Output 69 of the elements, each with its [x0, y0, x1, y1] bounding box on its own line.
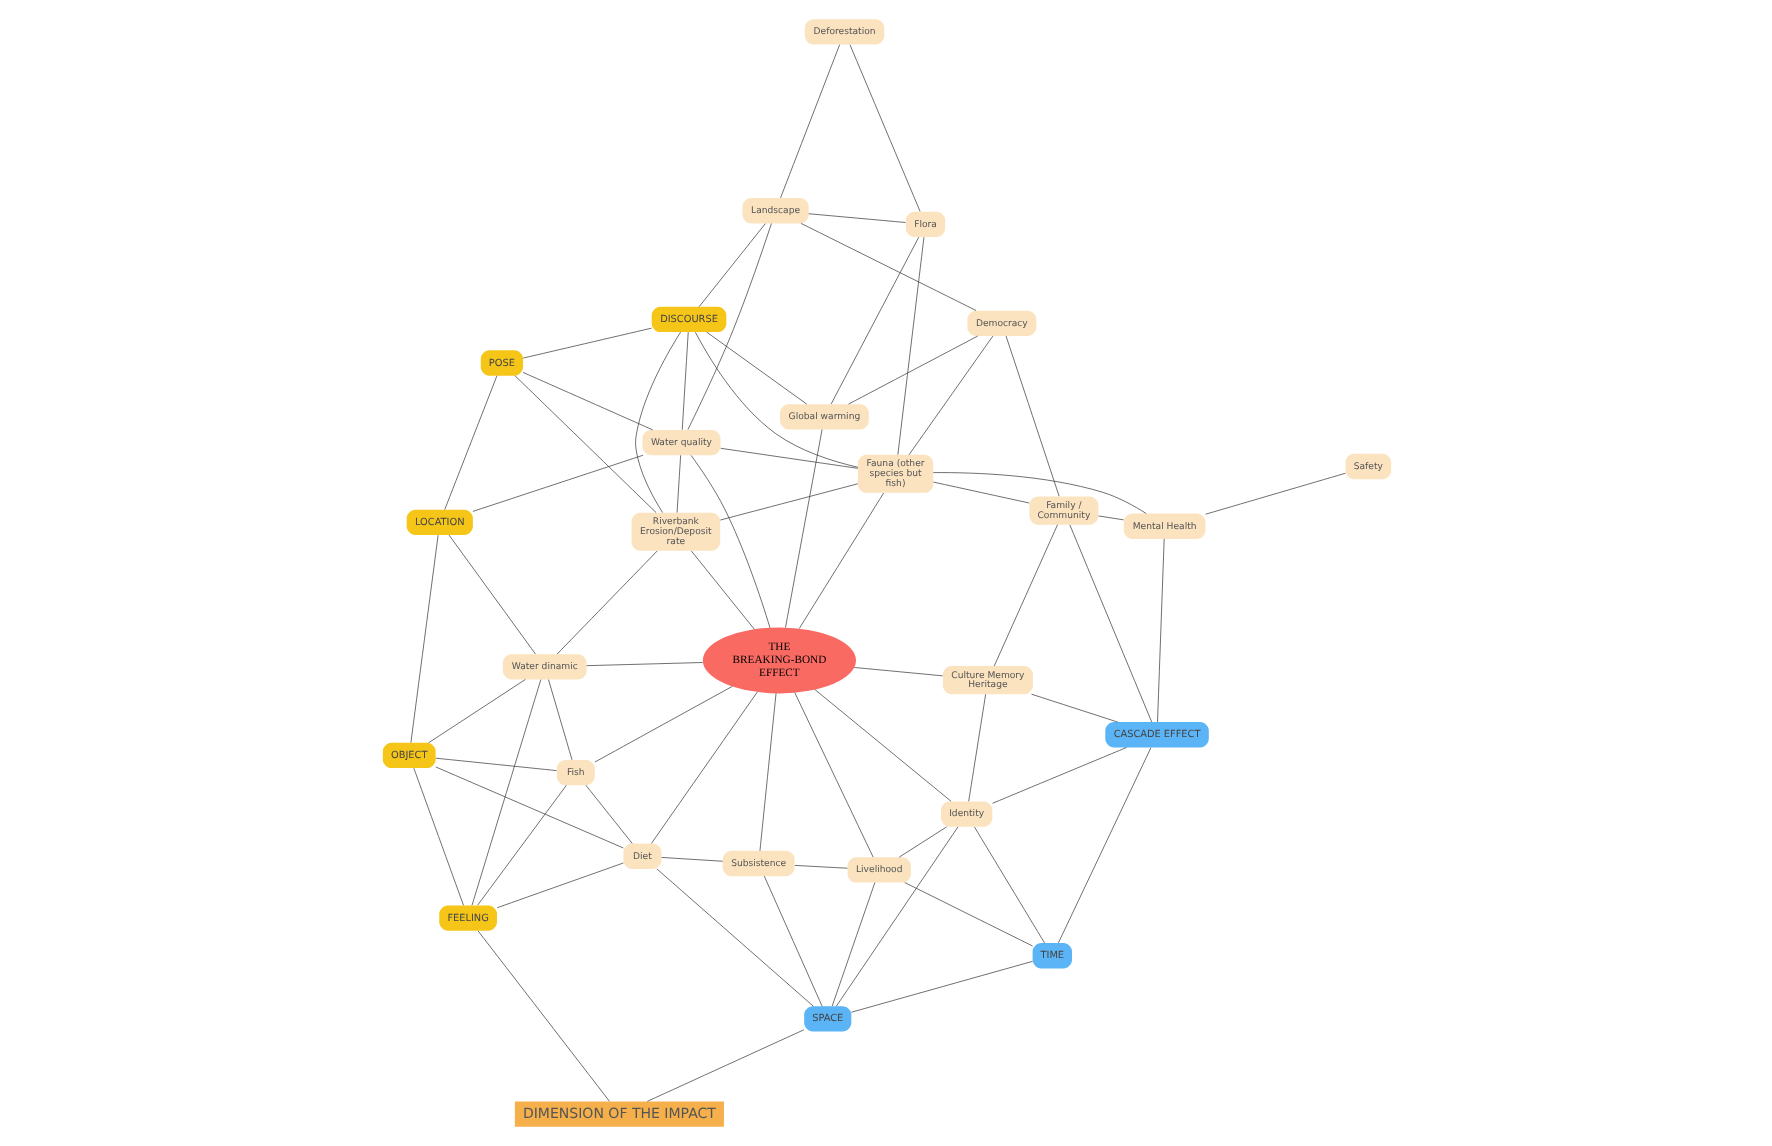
connector [689, 455, 770, 629]
connector [680, 331, 688, 431]
connector [848, 44, 920, 212]
connector [705, 331, 807, 405]
connector [967, 693, 985, 802]
connector [521, 372, 653, 431]
connector [1004, 335, 1059, 497]
connector [779, 44, 839, 199]
connector [697, 223, 765, 308]
connector [973, 826, 1044, 944]
connector [547, 679, 572, 761]
connector [1204, 472, 1345, 515]
connector [847, 335, 978, 405]
connector [813, 689, 951, 802]
connector [1068, 524, 1152, 723]
connector [675, 455, 680, 513]
connector [1057, 747, 1151, 944]
connector [584, 784, 632, 844]
connector [495, 862, 623, 909]
connector [412, 767, 463, 906]
connector [409, 534, 438, 743]
connector [793, 692, 873, 858]
connector [784, 429, 822, 628]
connector [660, 857, 723, 862]
connector [829, 236, 919, 405]
connector [762, 875, 822, 1007]
connector [645, 1029, 804, 1102]
connector [521, 327, 651, 359]
connector [593, 686, 732, 763]
connector [852, 667, 942, 677]
connector [850, 961, 1032, 1013]
connector [694, 331, 858, 468]
connector [830, 882, 875, 1007]
connector [896, 236, 924, 456]
connector [555, 550, 657, 655]
connector [992, 524, 1057, 667]
connector [797, 492, 883, 629]
connector [434, 766, 623, 849]
connector [758, 692, 776, 852]
connector [931, 472, 1146, 514]
connector [471, 454, 643, 512]
connector [932, 481, 1029, 504]
connector [447, 534, 535, 655]
connector [903, 882, 1032, 947]
connector [807, 213, 905, 223]
connector [650, 691, 757, 844]
connector [585, 662, 703, 666]
connector [513, 375, 656, 513]
connector [835, 826, 958, 1007]
connector [634, 331, 680, 513]
connector [1097, 515, 1123, 521]
connector [476, 784, 566, 906]
connector [793, 865, 847, 869]
connector [719, 447, 858, 469]
connector [655, 868, 813, 1007]
connector [719, 483, 858, 521]
connector [470, 679, 541, 906]
connector [1030, 693, 1118, 723]
connector [686, 223, 771, 430]
connector [434, 757, 556, 771]
connector [907, 335, 993, 456]
connector [443, 375, 497, 510]
connector [991, 747, 1126, 804]
connector [427, 679, 525, 744]
connector [476, 930, 609, 1102]
connector [1156, 538, 1164, 723]
connector [690, 550, 754, 630]
connector [799, 223, 976, 311]
connector [897, 826, 947, 858]
